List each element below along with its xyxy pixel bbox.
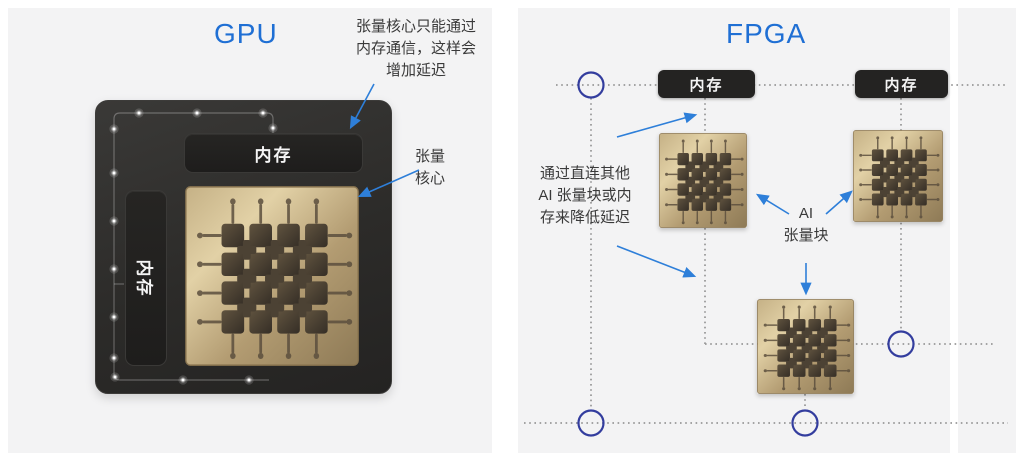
fpga-direct-connect-annotation: 通过直连其他 AI 张量块或内 存来降低延迟	[538, 165, 632, 226]
gpu-memory-top: 内存	[184, 133, 363, 173]
fpga-ai-tensor-block-annotation: AI 张量块	[783, 205, 829, 244]
right-edge-panel-fragment	[958, 8, 1016, 453]
fpga-tensor-tile-right	[853, 130, 943, 222]
gpu-memory-side-label: 内存	[134, 259, 154, 297]
fpga-tensor-tile-bottom	[757, 299, 854, 394]
gpu-title: GPU	[214, 18, 278, 49]
gpu-latency-annotation: 张量核心只能通过 内存通信，这样会 增加延迟	[355, 18, 476, 79]
fpga-memory-left: 内存	[658, 70, 755, 98]
fpga-memory-right-label: 内存	[884, 76, 919, 94]
gpu-memory-side: 内存	[125, 190, 167, 366]
fpga-memory-right: 内存	[855, 70, 948, 98]
fpga-memory-left-label: 内存	[689, 76, 724, 94]
gpu-tensor-core	[185, 186, 359, 366]
fpga-title: FPGA	[726, 18, 807, 49]
gpu-memory-top-label: 内存	[254, 145, 293, 165]
gpu-tensor-core-annotation: 张量 核心	[414, 148, 445, 187]
gpu-chip: 内存 内存	[95, 100, 392, 394]
fpga-tensor-tile-left	[659, 133, 747, 228]
